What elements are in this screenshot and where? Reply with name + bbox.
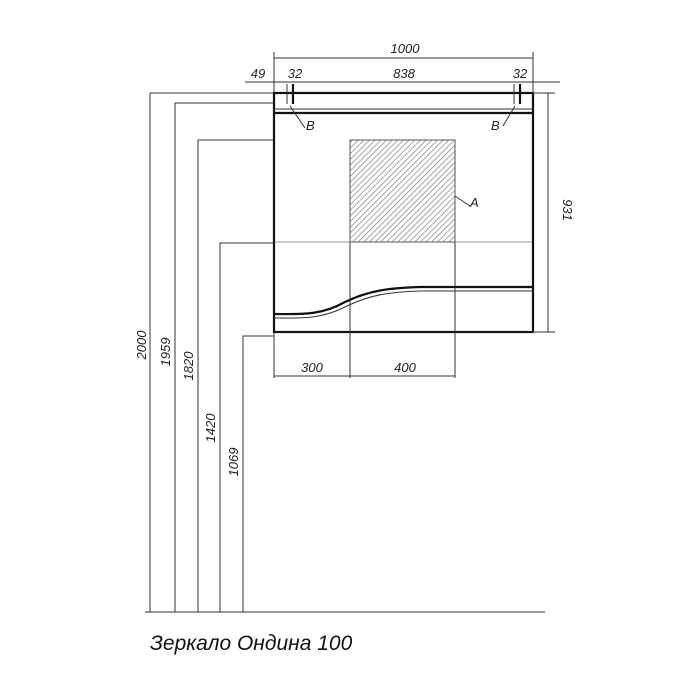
- dimension-2000: 2000: [134, 92, 274, 612]
- label-text: B: [306, 118, 315, 133]
- dimension-text: 49: [251, 66, 265, 81]
- dimension-text: 1959: [158, 338, 173, 367]
- hatched-area-a: [349, 139, 456, 243]
- dimension-931: 931: [533, 92, 575, 333]
- dimension-text: 1420: [203, 413, 218, 443]
- wave-curve: [273, 285, 533, 319]
- dimension-text: 2000: [134, 330, 149, 361]
- label-text: A: [469, 195, 479, 210]
- mount-label-b-right: B: [491, 105, 516, 133]
- dimension-1420: 1420: [203, 242, 274, 612]
- drawing-caption: Зеркало Ондина 100: [150, 632, 353, 655]
- dimension-1959: 1959: [158, 102, 274, 612]
- mount-label-b-left: B: [289, 105, 315, 133]
- label-text: B: [491, 118, 500, 133]
- dimension-1820: 1820: [181, 139, 274, 612]
- dimension-text: 32: [288, 66, 303, 81]
- dimension-text: 1069: [226, 448, 241, 477]
- dimension-text: 931: [560, 199, 575, 221]
- dimension-1069: 1069: [226, 335, 274, 612]
- area-label-a: A: [454, 195, 479, 210]
- dimension-text: 838: [393, 66, 415, 81]
- dimension-row-mounts: 49 32 838 32: [245, 66, 560, 104]
- dimension-text: 400: [394, 360, 416, 375]
- dimension-sections: 300 400: [274, 360, 455, 377]
- dimension-1000: 1000: [273, 41, 534, 93]
- dimension-text: 1000: [391, 41, 421, 56]
- dimension-text: 32: [513, 66, 528, 81]
- dimension-text: 1820: [181, 351, 196, 381]
- dimension-text: 300: [301, 360, 323, 375]
